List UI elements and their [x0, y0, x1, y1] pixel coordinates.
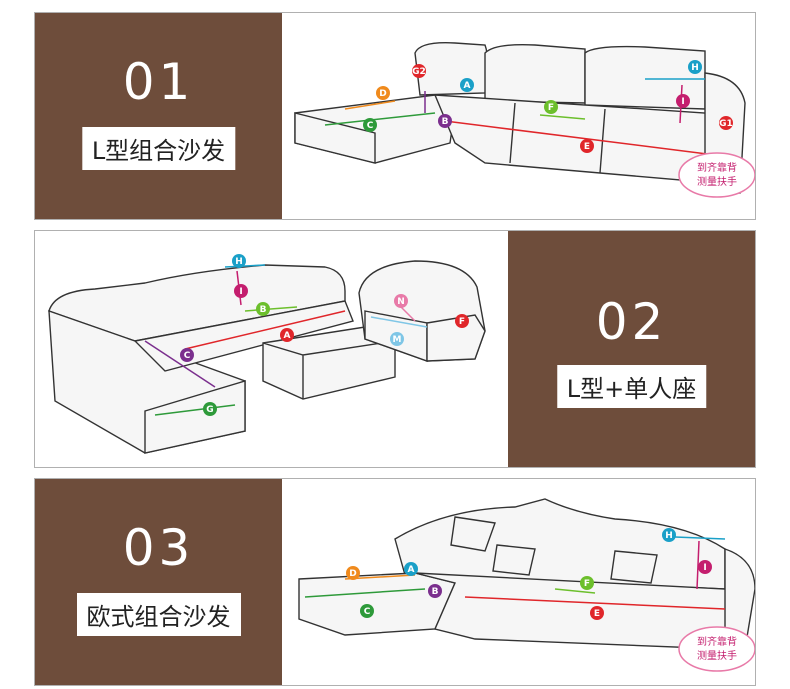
marker-g: G [203, 402, 217, 416]
section-2-panel: A B C F G H I M N 02 L型+单人座 [34, 230, 756, 468]
marker-f: F [455, 314, 469, 328]
svg-text:C: C [364, 607, 371, 617]
svg-text:测量扶手: 测量扶手 [697, 175, 737, 188]
marker-b: B [428, 584, 442, 598]
svg-text:C: C [367, 121, 374, 131]
marker-f: F [544, 100, 558, 114]
marker-h: H [662, 528, 676, 542]
section-1-label-block: 01 L型组合沙发 [35, 13, 282, 219]
section-2-title: L型+单人座 [556, 365, 707, 408]
section-3-panel: 03 欧式组合沙发 A B C D E F [34, 478, 756, 686]
callout-bubble-3: 到齐靠背 测量扶手 [678, 626, 755, 672]
marker-c: C [360, 604, 374, 618]
section-1-panel: 01 L型组合沙发 A B [34, 12, 756, 220]
section-1-sofa-drawing: A B C D E F G1 G2 H I 到齐靠背 测量扶手 [294, 42, 755, 198]
svg-text:F: F [548, 103, 554, 113]
svg-text:I: I [681, 97, 684, 107]
svg-text:测量扶手: 测量扶手 [697, 649, 737, 662]
svg-text:A: A [464, 81, 471, 91]
marker-e: E [590, 606, 604, 620]
section-3-title: 欧式组合沙发 [76, 593, 241, 636]
svg-text:H: H [691, 63, 699, 73]
svg-text:A: A [284, 331, 291, 341]
marker-i: I [676, 94, 690, 108]
svg-text:到齐靠背: 到齐靠背 [697, 161, 737, 174]
svg-text:I: I [239, 287, 242, 297]
svg-text:G: G [206, 405, 213, 415]
marker-b: B [256, 302, 270, 316]
marker-g2: G2 [412, 64, 426, 78]
marker-d: D [376, 86, 390, 100]
marker-h: H [232, 254, 246, 268]
svg-text:B: B [260, 305, 267, 315]
marker-b: B [438, 114, 452, 128]
section-2-number: 02 [595, 293, 668, 351]
svg-text:N: N [397, 297, 405, 307]
marker-a: A [404, 562, 418, 576]
section-3-number: 03 [122, 519, 195, 577]
svg-text:M: M [393, 335, 402, 345]
section-2-sofa-drawing: A B C F G H I M N [48, 254, 486, 454]
svg-text:E: E [594, 609, 600, 619]
marker-n: N [394, 294, 408, 308]
svg-text:H: H [665, 531, 673, 541]
section-1-number: 01 [122, 53, 195, 111]
section-1-title: L型组合沙发 [81, 127, 236, 170]
section-3-label-block: 03 欧式组合沙发 [35, 479, 282, 685]
svg-text:D: D [379, 89, 386, 99]
svg-text:G2: G2 [412, 67, 426, 77]
marker-a: A [460, 78, 474, 92]
svg-text:F: F [459, 317, 465, 327]
section-2-label-block: 02 L型+单人座 [508, 231, 755, 467]
section-3-sofa-drawing: A B C D E F G H I 到齐靠背 测量扶手 [298, 498, 755, 672]
marker-f: F [580, 576, 594, 590]
marker-c: C [363, 118, 377, 132]
svg-text:H: H [235, 257, 243, 267]
svg-text:G1: G1 [719, 119, 733, 129]
svg-text:E: E [584, 142, 590, 152]
marker-e: E [580, 139, 594, 153]
marker-m: M [390, 332, 404, 346]
svg-text:D: D [349, 569, 356, 579]
svg-text:B: B [442, 117, 449, 127]
marker-a: A [280, 328, 294, 342]
callout-bubble-1: 到齐靠背 测量扶手 [678, 152, 755, 198]
marker-i: I [234, 284, 248, 298]
svg-text:F: F [584, 579, 590, 589]
svg-text:C: C [184, 351, 191, 361]
marker-d: D [346, 566, 360, 580]
marker-g1: G1 [719, 116, 733, 130]
marker-c: C [180, 348, 194, 362]
svg-text:B: B [432, 587, 439, 597]
svg-text:I: I [703, 563, 706, 573]
marker-i: I [698, 560, 712, 574]
marker-h: H [688, 60, 702, 74]
svg-text:到齐靠背: 到齐靠背 [697, 635, 737, 648]
svg-text:A: A [408, 565, 415, 575]
